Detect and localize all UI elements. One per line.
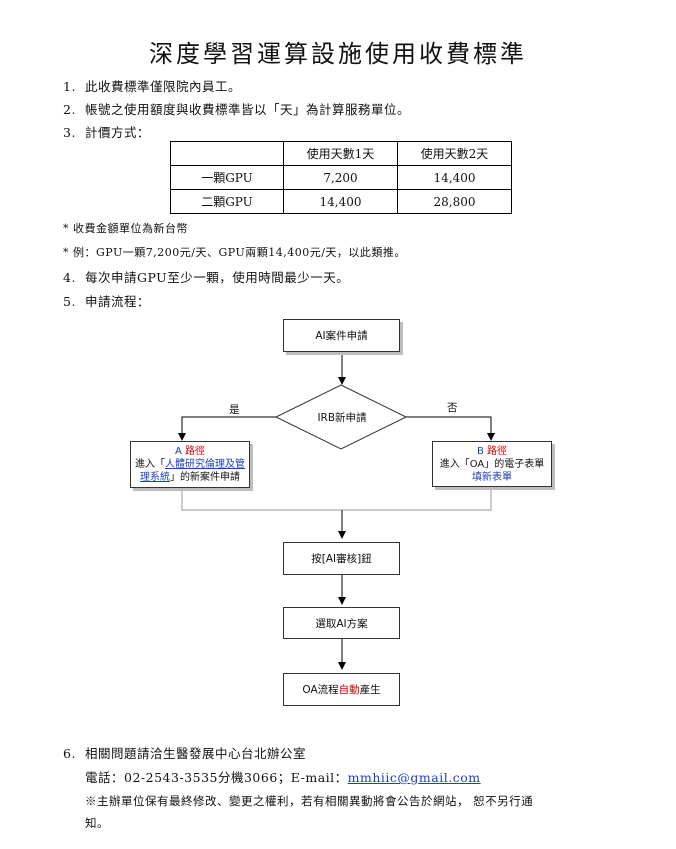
- irb-system-link-cont[interactable]: 理系統: [140, 472, 170, 483]
- disclaimer-cont: 知。: [85, 816, 109, 830]
- list-item: 2. 帳號之使用額度與收費標準皆以「天」為計算服務單位。: [63, 99, 410, 118]
- path-b-title: 路徑: [487, 445, 508, 457]
- table-cell: 14,400: [397, 165, 512, 190]
- no-label: 否: [447, 402, 458, 414]
- table-header-cell: 使用天數2天: [397, 141, 512, 166]
- item-text: 每次申請GPU至少一顆，使用時間最少一天。: [85, 270, 350, 285]
- path-b-heading: B 路徑: [477, 445, 507, 458]
- path-a-box: A 路徑 進入「人體研究倫理及管 理系統」的新案件申請: [130, 441, 250, 488]
- flow-step1-box: 按[AI審核]鈕: [283, 542, 400, 575]
- currency-note: * 收費金額單位為新台幣: [63, 222, 188, 235]
- item-number: 5.: [63, 294, 76, 309]
- arrow-no: [406, 416, 495, 441]
- path-a-line2-text: 」的新案件申請: [170, 472, 240, 483]
- path-a-letter: A: [174, 446, 182, 457]
- list-item: 5. 申請流程：: [63, 291, 150, 310]
- flow-step2-label: 選取AI方案: [315, 617, 368, 630]
- item-number: 6.: [63, 746, 76, 761]
- path-a-title: 路徑: [185, 446, 206, 457]
- flow-step2-box: 選取AI方案: [283, 607, 400, 639]
- page-title: 深度學習運算設施使用收費標準: [149, 40, 527, 68]
- path-b-letter: B: [476, 445, 484, 457]
- path-b-box: B 路徑 進入「OA」的電子表單 填新表單: [432, 441, 552, 487]
- irb-system-link[interactable]: 人體研究倫理及管: [165, 459, 245, 470]
- flow-step1-label: 按[AI審核]鈕: [311, 553, 372, 565]
- list-item: 4. 每次申請GPU至少一顆，使用時間最少一天。: [63, 267, 349, 286]
- decision-label: IRB新申請: [317, 412, 367, 424]
- item-text: 帳號之使用額度與收費標準皆以「天」為計算服務單位。: [85, 102, 411, 117]
- flow-step3-red: 自動: [338, 684, 360, 696]
- list-item: 1. 此收費標準僅限院內員工。: [63, 76, 241, 95]
- path-a-line1: 進入「人體研究倫理及管: [135, 458, 245, 471]
- item-text: 申請流程：: [85, 294, 151, 309]
- item-number: 2.: [63, 102, 76, 117]
- example-note: * 例：GPU一顆7,200元/天、GPU兩顆14,400元/天，以此類推。: [63, 246, 406, 259]
- pricing-table: 使用天數1天 使用天數2天 一顆GPU 7,200 14,400 二顆GPU 1…: [170, 141, 512, 214]
- flow-start-label: AI案件申請: [315, 330, 368, 342]
- contact-label: 電話：02-2543-3535分機3066；E-mail：: [85, 770, 348, 785]
- yes-label: 是: [229, 404, 240, 416]
- flow-step3-pre: OA流程: [302, 684, 339, 696]
- flow-step3-post: 產生: [359, 684, 381, 696]
- path-a-line1-text: 進入「: [135, 459, 165, 470]
- flow-step3-box: OA流程自動產生: [283, 673, 400, 706]
- path-b-line1: 進入「OA」的電子表單: [439, 458, 545, 470]
- list-item: 3. 計價方式：: [63, 122, 150, 141]
- email-link[interactable]: mmhiic@gmail.com: [347, 770, 481, 785]
- path-a-line2: 理系統」的新案件申請: [140, 471, 240, 484]
- disclaimer: ※主辦單位保有最終修改、變更之權利，若有相關異動將會公告於網站， 恕不另行通: [85, 794, 534, 808]
- table-cell: 二顆GPU: [170, 189, 284, 214]
- decision-diamond: [274, 384, 408, 450]
- item-text: 計價方式：: [85, 125, 151, 140]
- flow-start-box: AI案件申請: [283, 319, 400, 352]
- path-b-line2: 填新表單: [472, 471, 512, 483]
- item-text: 相關問題請洽生醫發展中心台北辦公室: [85, 746, 307, 761]
- item-number: 3.: [63, 125, 76, 140]
- arrow-yes: [178, 416, 276, 441]
- contact-line: 電話：02-2543-3535分機3066；E-mail：mmhiic@gmai…: [85, 767, 481, 786]
- merge-line: [181, 487, 492, 511]
- table-cell: 14,400: [283, 189, 398, 214]
- table-cell: 7,200: [283, 165, 398, 190]
- table-row: 二顆GPU 14,400 28,800: [170, 189, 512, 214]
- item-number: 4.: [63, 270, 76, 285]
- item-number: 1.: [63, 79, 76, 94]
- list-item: 6. 相關問題請洽生醫發展中心台北辦公室: [63, 743, 306, 762]
- path-a-heading: A 路徑: [175, 445, 205, 458]
- flow-step3-label: OA流程自動產生: [302, 682, 380, 697]
- item-text: 此收費標準僅限院內員工。: [85, 79, 242, 94]
- table-cell: 28,800: [397, 189, 512, 214]
